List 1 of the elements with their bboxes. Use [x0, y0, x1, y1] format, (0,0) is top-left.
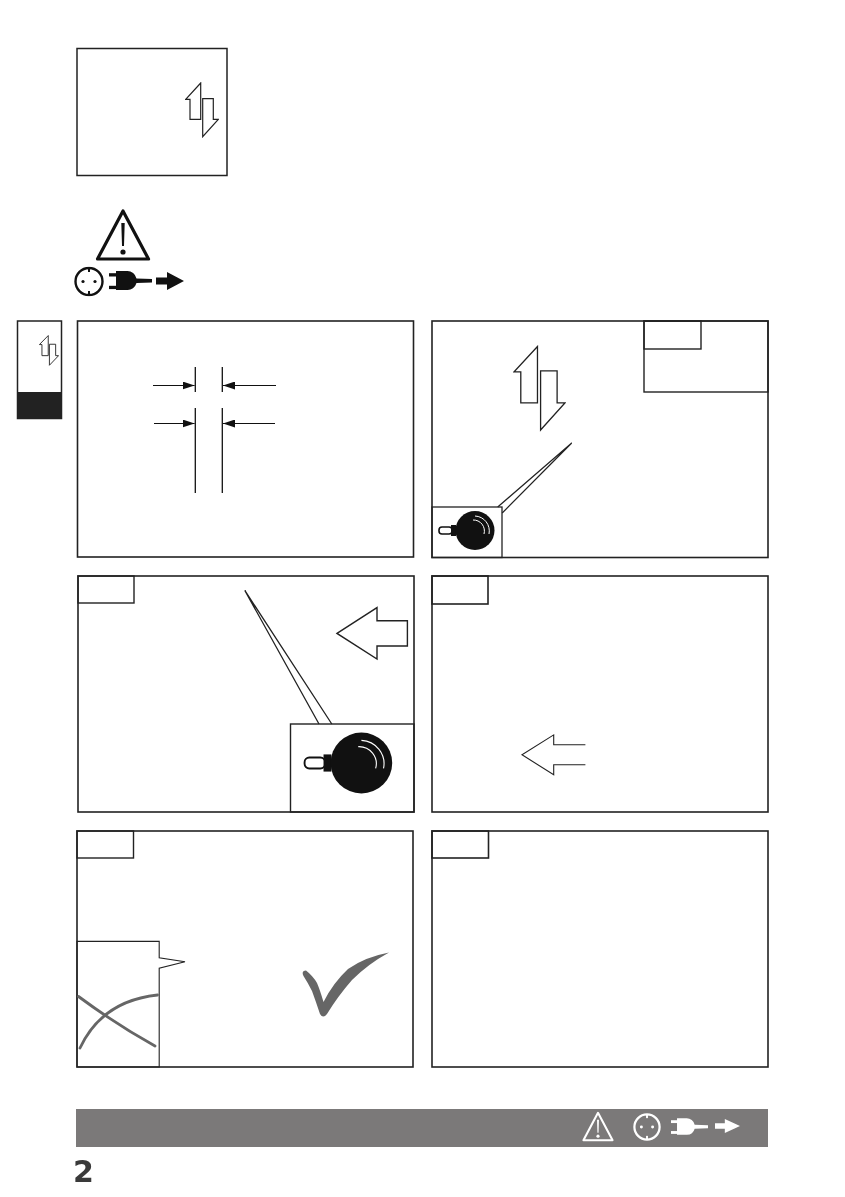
page-number: 2 [73, 1157, 94, 1187]
